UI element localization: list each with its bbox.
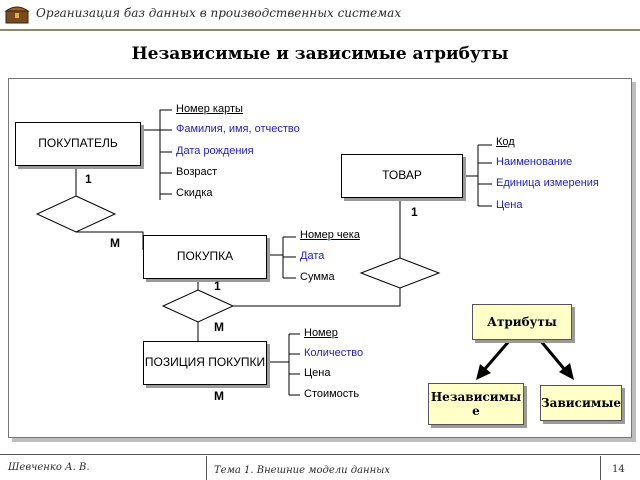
relationship-diamond-customer-purchase — [35, 195, 117, 233]
entity-product-label: ТОВАР — [382, 168, 422, 183]
attr-purchase-date: Дата — [300, 250, 325, 262]
relationship-diamond-purchase-position — [161, 289, 235, 323]
attr-customer-full-name: Фамилия, имя, отчество — [176, 123, 300, 135]
arrow-head-dependent — [559, 363, 574, 380]
arrow-head-independent — [476, 364, 491, 380]
relationship-diamond-product-position — [359, 257, 441, 289]
legend-dependent-label: Зависимые — [541, 395, 621, 410]
legend-attributes-box: Атрибуты — [472, 304, 572, 340]
legend-independent-box: Независимые — [428, 383, 524, 425]
header-title: Организация баз данных в производственны… — [36, 6, 402, 20]
footer-divider — [0, 454, 640, 455]
attr-purchase-total: Сумма — [300, 271, 335, 283]
page-number: 14 — [612, 464, 625, 475]
entity-customer-label: ПОКУПАТЕЛЬ — [38, 136, 118, 151]
entity-purchase-position-label: ПОЗИЦИЯ ПОКУПКИ — [144, 355, 266, 370]
footer-separator-left — [206, 456, 207, 480]
legend-attributes-label: Атрибуты — [487, 314, 557, 329]
attr-position-quantity: Количество — [304, 347, 364, 359]
attr-position-number: Номер — [304, 327, 338, 339]
attr-product-code: Код — [496, 136, 515, 148]
attr-customer-discount: Скидка — [176, 187, 213, 199]
entity-purchase: ПОКУПКА — [143, 235, 267, 279]
attr-customer-birth-date: Дата рождения — [176, 145, 254, 157]
attr-position-price: Цена — [304, 367, 331, 379]
legend-independent-label: Независимые — [430, 389, 522, 418]
header-divider — [0, 29, 640, 31]
attr-product-unit: Единица измерения — [496, 177, 599, 189]
attr-purchase-receipt-number: Номер чека — [300, 229, 360, 241]
attr-product-price: Цена — [496, 199, 523, 211]
entity-purchase-label: ПОКУПКА — [176, 249, 234, 264]
attr-customer-age: Возраст — [176, 166, 218, 178]
cardinality-position-from-purchase: М — [214, 320, 224, 334]
cardinality-purchase-from-customer: М — [110, 236, 120, 250]
cardinality-product: 1 — [411, 205, 418, 219]
footer-separator-right — [600, 456, 601, 480]
cardinality-purchase-to-position: 1 — [214, 279, 221, 293]
entity-purchase-position: ПОЗИЦИЯ ПОКУПКИ — [143, 341, 267, 385]
attr-position-cost: Стоимость — [304, 388, 360, 400]
chest-logo-icon — [4, 6, 30, 24]
footer-topic: Тема 1. Внешние модели данных — [214, 465, 391, 476]
entity-customer: ПОКУПАТЕЛЬ — [15, 122, 141, 166]
footer-author: Шевченко А. В. — [8, 462, 90, 473]
cardinality-customer: 1 — [85, 172, 92, 186]
cardinality-position-from-product: М — [214, 389, 224, 403]
legend-dependent-box: Зависимые — [540, 385, 622, 421]
attr-customer-card-number: Номер карты — [176, 103, 243, 115]
slide-title: Независимые и зависимые атрибуты — [131, 44, 509, 64]
attr-product-name: Наименование — [496, 156, 573, 168]
entity-product: ТОВАР — [341, 154, 463, 198]
